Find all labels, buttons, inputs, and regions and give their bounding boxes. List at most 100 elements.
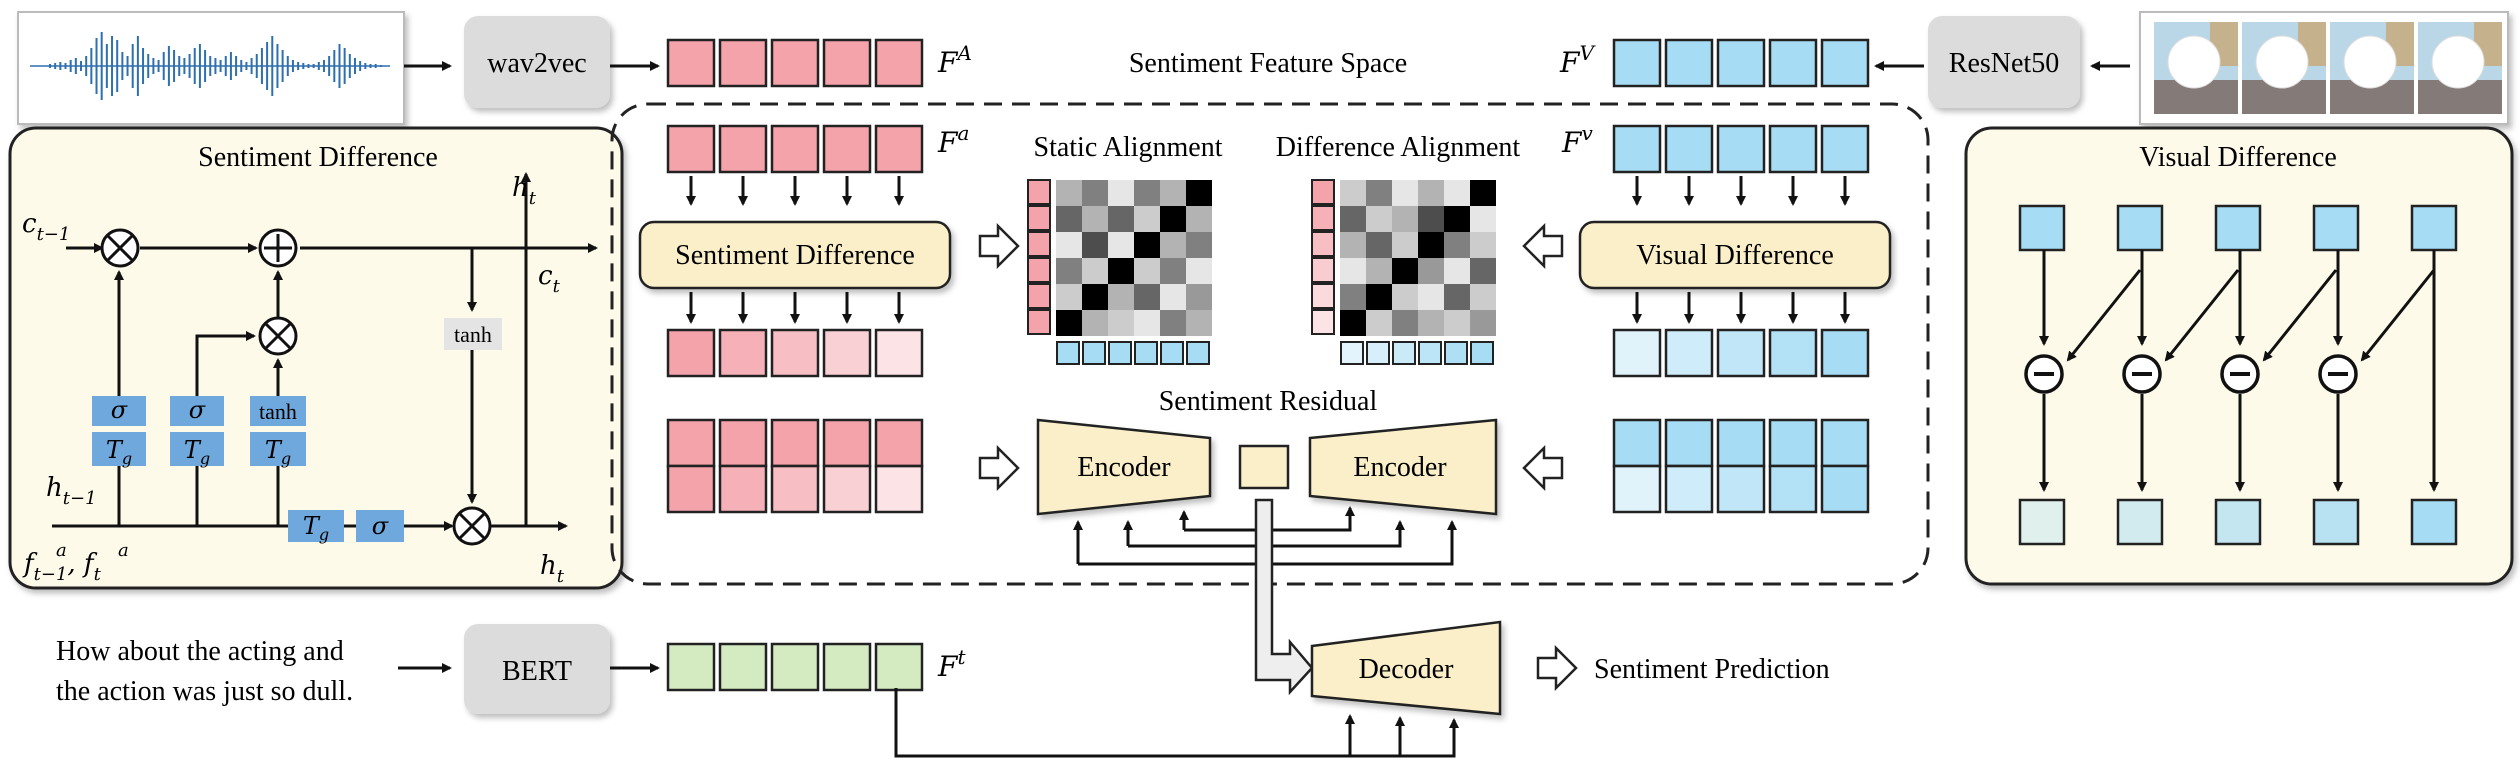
sentiment-prediction-label: Sentiment Prediction [1594, 654, 1830, 685]
visual-token-cell [1418, 341, 1442, 365]
flow-arrow-left [1522, 222, 1564, 270]
alignment-cell [1056, 232, 1082, 258]
left-panel-title: Sentiment Difference [198, 142, 438, 173]
alignment-cell [1340, 258, 1366, 284]
alignment-cell [1444, 284, 1470, 310]
feature-cell [822, 464, 872, 514]
difference-alignment-matrix [1311, 179, 1496, 365]
alignment-cell [1186, 310, 1212, 336]
bert-label: BERT [502, 656, 572, 687]
feature-cell [770, 124, 820, 174]
visual-token-cell [1392, 341, 1416, 365]
audio-local-features [666, 124, 924, 174]
alignment-cell [1340, 284, 1366, 310]
gate-input [170, 396, 224, 426]
svg-text:Visual Difference: Visual Difference [1636, 240, 1834, 271]
feature-cell [1820, 328, 1870, 378]
visual-token-cell [1108, 341, 1132, 365]
feature-cell [822, 38, 872, 88]
feature-cell [718, 464, 768, 514]
feature-cell [1664, 464, 1714, 514]
latent-to-decoder-arrow [1254, 498, 1314, 696]
svg-text:Sentiment Difference: Sentiment Difference [675, 240, 915, 271]
arrow [2360, 269, 2436, 362]
alignment-cell [1418, 258, 1444, 284]
audio-token-cell [1027, 283, 1051, 309]
feature-cell [1820, 418, 1870, 468]
waveform-image [17, 11, 405, 125]
gate-forget [92, 396, 146, 426]
feature-cell [1664, 124, 1714, 174]
alignment-cell [1160, 258, 1186, 284]
alignment-cell [1418, 310, 1444, 336]
feature-cell [874, 418, 924, 468]
svg-text:Decoder: Decoder [1359, 654, 1455, 685]
audio-token-cell [1027, 257, 1051, 283]
audio-token-cell [1311, 257, 1335, 283]
alignment-cell [1082, 180, 1108, 206]
alignment-cell [1392, 180, 1418, 206]
wav2vec-block: wav2vec [464, 16, 610, 108]
audio-token-cell [1311, 205, 1335, 231]
visual-token-cell [1186, 341, 1210, 365]
visual-global-features [1612, 38, 1870, 88]
alignment-cell [1392, 258, 1418, 284]
alignment-cell [1340, 232, 1366, 258]
visual-token-cell [1444, 341, 1468, 365]
static-alignment-matrix [1027, 179, 1212, 365]
output-gate-sigma [356, 510, 404, 542]
difference-feature-cell [2116, 498, 2164, 546]
encoder-connections [1073, 506, 1457, 566]
alignment-cell [1366, 310, 1392, 336]
alignment-cell [1082, 232, 1108, 258]
alignment-cell [1340, 180, 1366, 206]
feature-cell [666, 418, 716, 468]
text-sample-line2: the action was just so dull. [56, 676, 353, 707]
feature-cell [1716, 418, 1766, 468]
visual-global-label: FV [1559, 41, 1596, 79]
difference-feature-cell [2018, 498, 2066, 546]
feature-cell [1820, 38, 1870, 88]
feature-cell [718, 328, 768, 378]
visual-token-cell [1366, 341, 1390, 365]
feature-cell [874, 328, 924, 378]
text-to-decoder-connections [894, 688, 1459, 758]
alignment-cell [1444, 310, 1470, 336]
feature-cell [666, 124, 716, 174]
visual-stacked-features [1612, 418, 1870, 514]
alignment-cell [1160, 206, 1186, 232]
visual-difference-features [1612, 328, 1870, 378]
feature-cell [1768, 418, 1818, 468]
alignment-cell [1056, 310, 1082, 336]
alignment-cell [1108, 206, 1134, 232]
alignment-cell [1134, 180, 1160, 206]
feature-cell [1664, 38, 1714, 88]
feature-cell [822, 642, 872, 692]
alignment-cell [1186, 206, 1212, 232]
alignment-cell [1418, 206, 1444, 232]
alignment-cell [1470, 284, 1496, 310]
visual-local-label: Fv [1561, 121, 1593, 159]
audio-global-label: FA [937, 41, 972, 79]
alignment-cell [1392, 232, 1418, 258]
resnet50-label: ResNet50 [1949, 48, 2059, 79]
alignment-cell [1340, 310, 1366, 336]
alignment-cell [1470, 258, 1496, 284]
frame-feature-cell [2214, 204, 2262, 252]
svg-text:a: a [56, 540, 67, 561]
bert-block: BERT [464, 624, 610, 714]
alignment-cell [1108, 180, 1134, 206]
feature-cell [666, 642, 716, 692]
alignment-cell [1366, 258, 1392, 284]
feature-cell [1612, 418, 1662, 468]
visual-token-cell [1340, 341, 1364, 365]
alignment-cell [1082, 206, 1108, 232]
video-frames-image [2139, 11, 2509, 125]
alignment-cell [1160, 284, 1186, 310]
feature-cell [1768, 124, 1818, 174]
feature-cell [1768, 464, 1818, 514]
svg-text:Encoder: Encoder [1077, 452, 1171, 483]
svg-text:a: a [118, 540, 129, 561]
wav2vec-label: wav2vec [487, 48, 587, 79]
